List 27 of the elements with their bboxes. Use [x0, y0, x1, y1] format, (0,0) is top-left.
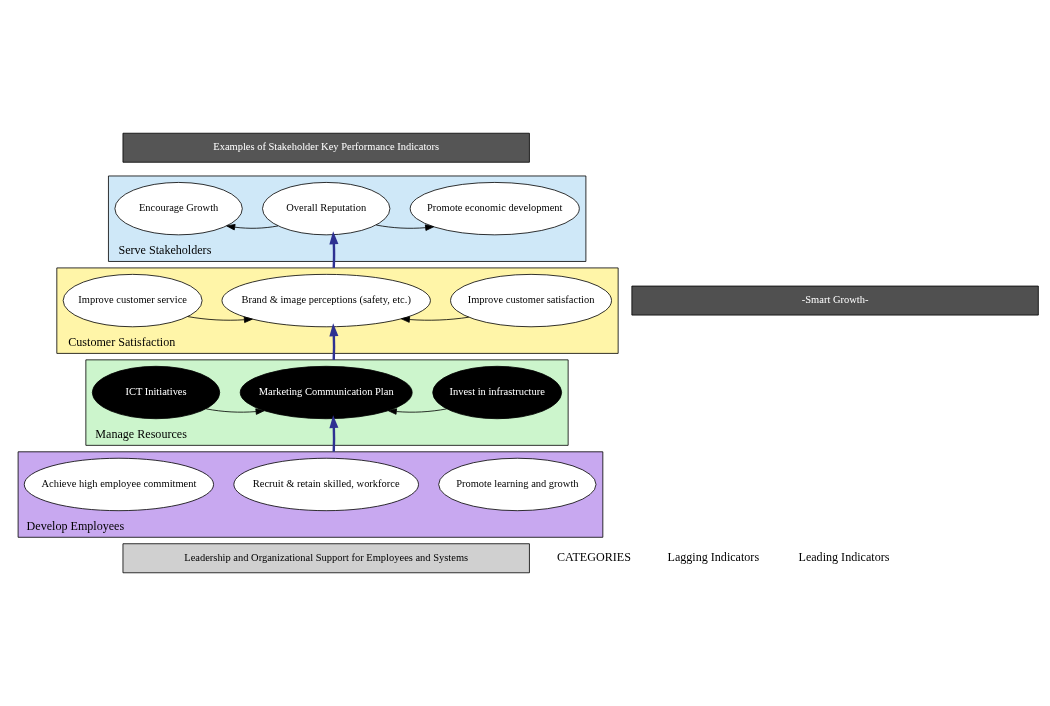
node-ellipse: Improve customer service [62, 273, 203, 328]
node-ellipse: Invest in infrastructure [432, 365, 563, 420]
arrow [329, 323, 339, 360]
arrow [226, 223, 279, 231]
arrow [387, 408, 448, 415]
label: CATEGORIES [557, 550, 631, 565]
node-ellipse: Promote learning and growth [438, 457, 597, 512]
node-ellipse: Recruit & retain skilled, workforce [233, 457, 419, 512]
arrow [187, 316, 253, 323]
node-ellipse: Achieve high employee commitment [23, 457, 214, 512]
node-ellipse: Encourage Growth [114, 182, 243, 236]
node-ellipse: Overall Reputation [262, 182, 391, 236]
node-box: Examples of Stakeholder Key Performance Indicators [122, 132, 530, 163]
arrow [329, 415, 339, 452]
node-box: Leadership and Organizational Support for Employees and Systems [122, 543, 530, 574]
arrow [329, 231, 339, 268]
node-ellipse: Marketing Communication Plan [239, 365, 413, 420]
arrow [401, 316, 470, 323]
node-ellipse: Brand & image perceptions (safety, etc.) [221, 273, 431, 328]
arrow [205, 408, 265, 415]
node-ellipse: Promote economic development [409, 182, 580, 236]
arrow [375, 224, 435, 231]
label: Lagging Indicators [667, 550, 760, 565]
node-box: -Smart Growth- [631, 285, 1039, 316]
node-ellipse: Improve customer satisfaction [450, 273, 612, 328]
node-ellipse: ICT Initiatives [91, 365, 221, 420]
label: Leading Indicators [798, 550, 890, 565]
